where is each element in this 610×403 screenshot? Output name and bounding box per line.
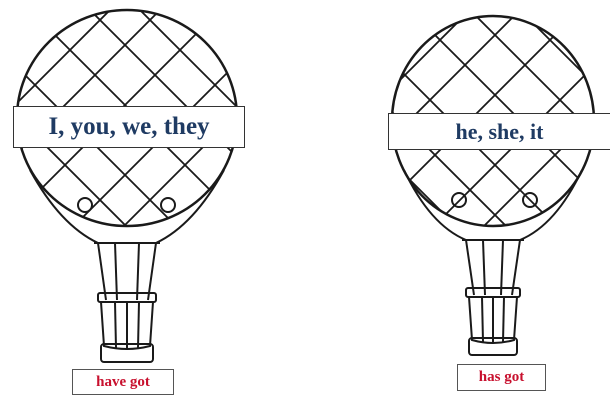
tag-text-have-got: have got bbox=[96, 374, 150, 391]
right-balloon-banner: he, she, it bbox=[388, 113, 610, 150]
tag-text-has-got: has got bbox=[479, 369, 524, 386]
banner-text-subject-plural: I, you, we, they bbox=[48, 113, 209, 141]
left-basket-tag: have got bbox=[72, 369, 174, 395]
left-balloon-banner: I, you, we, they bbox=[13, 106, 245, 148]
right-basket-tag: has got bbox=[457, 364, 546, 391]
banner-text-subject-singular: he, she, it bbox=[456, 119, 544, 145]
left-balloon-drawing bbox=[0, 0, 300, 362]
right-balloon-drawing bbox=[310, 0, 610, 355]
